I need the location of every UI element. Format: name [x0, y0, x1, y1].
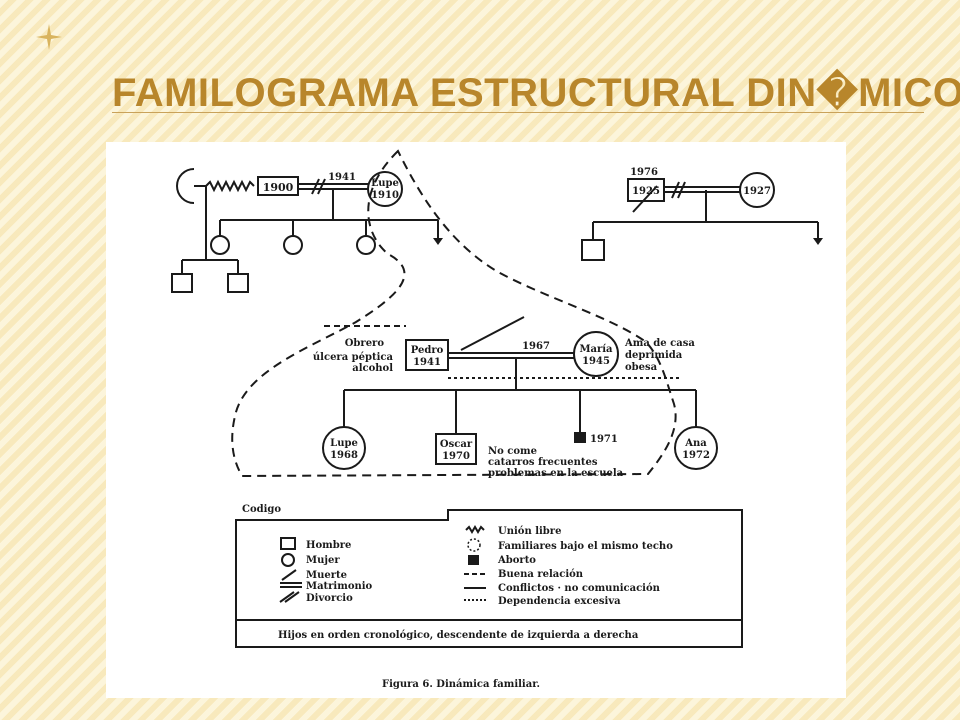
father-pedro-year: 1941: [413, 357, 441, 368]
child-lupe-name: Lupe: [330, 438, 358, 449]
legend-free-union-symbol: [465, 525, 485, 534]
female-lupe-year: 1910: [371, 190, 399, 201]
father-note: alcohol: [352, 363, 393, 374]
figure-caption: Figura 6. Dinámica familiar.: [382, 679, 540, 690]
child-oscar-box: [435, 433, 477, 465]
divorce-slash-2: [677, 181, 686, 199]
female-lupe-name: Lupe: [371, 178, 399, 189]
male-child-box: [581, 239, 605, 261]
female-child-circle: [283, 235, 303, 255]
legend-item: Familiares bajo el mismo techo: [498, 541, 673, 552]
legend-item: Buena relación: [498, 569, 584, 580]
father-note: Obrero: [345, 338, 385, 349]
household-boundary: [231, 149, 677, 478]
union-year-1941: 1941: [328, 172, 356, 183]
arrow-down-icon: [813, 238, 823, 245]
legend-item: Muerte: [306, 570, 347, 581]
star-icon: [36, 24, 62, 50]
legend-item: Hombre: [306, 540, 351, 551]
abortion-year: 1971: [590, 434, 618, 445]
legend-footer: Hijos en orden cronológico, descendente …: [278, 630, 639, 641]
divorce-year-1976: 1976: [630, 167, 658, 178]
female-child-circle: [356, 235, 376, 255]
child-ana-circle: [674, 426, 718, 470]
oscar-note: catarros frecuentes: [488, 457, 598, 468]
slide-title: FAMILOGRAMA ESTRUCTURAL DIN�MICO: [112, 71, 960, 115]
legend-divorce-symbol: [279, 591, 295, 603]
child-lupe-year: 1968: [330, 450, 358, 461]
legend-item: Unión libre: [498, 526, 561, 537]
father-pedro-box: [405, 339, 449, 371]
marriage-year-1967: 1967: [522, 341, 550, 352]
arrow-down-icon: [433, 238, 443, 245]
legend-item: Conflictos · no comunicación: [498, 583, 661, 594]
divorce-slash-2: [317, 178, 326, 195]
oscar-note: No come: [488, 446, 537, 457]
female-child-circle: [210, 235, 230, 255]
legend-divorce-symbol: [284, 591, 300, 603]
child-ana-year: 1972: [682, 450, 710, 461]
father-note: úlcera péptica: [313, 352, 394, 363]
divorce-slash-1: [671, 181, 680, 199]
male-child-box: [171, 273, 193, 293]
male-child-box: [227, 273, 249, 293]
male-1925-box: [627, 178, 665, 202]
mother-note: Ama de casa: [624, 338, 695, 349]
divorce-slash-1: [311, 178, 320, 195]
mother-maria-circle: [573, 331, 619, 377]
mother-note: deprimida: [625, 350, 683, 361]
legend-item: Divorcio: [306, 593, 353, 604]
legend-female-symbol: [281, 553, 295, 567]
child-oscar-year: 1970: [442, 451, 470, 462]
child-oscar-name: Oscar: [440, 439, 473, 450]
oscar-note: problemas en la escuela: [488, 468, 624, 479]
death-slash: [632, 185, 658, 213]
mother-note: obesa: [625, 362, 658, 373]
father-pedro-name: Pedro: [411, 345, 444, 356]
title-divider: [112, 112, 924, 113]
legend-household-symbol: [467, 538, 481, 552]
legend-abortion-symbol: [468, 555, 479, 565]
abortion-square: [574, 432, 586, 443]
legend-title: Codigo: [242, 504, 281, 515]
genogram-diagram: 1900 1941 Lupe 1910 1976 1925: [171, 149, 823, 690]
free-union-line: [205, 179, 255, 193]
male-1900-box: [257, 176, 299, 196]
legend-male-symbol: [280, 537, 296, 550]
child-ana-name: Ana: [684, 438, 707, 449]
genogram-figure: 1900 1941 Lupe 1910 1976 1925: [106, 142, 846, 698]
child-lupe-circle: [322, 426, 366, 470]
legend-frame: [235, 509, 743, 648]
legend-item: Dependencia excesiva: [498, 596, 621, 607]
female-1927-label: 1927: [743, 186, 771, 197]
male-1900-label: 1900: [263, 181, 294, 194]
legend-item: Mujer: [306, 555, 340, 566]
mother-maria-year: 1945: [582, 356, 610, 367]
legend-item: Matrimonio: [306, 581, 373, 592]
female-1927-circle: [739, 172, 775, 208]
relationship-line: [460, 316, 525, 351]
male-1925-label: 1925: [632, 186, 660, 197]
legend-death-symbol: [281, 569, 297, 581]
mother-maria-name: María: [579, 344, 613, 355]
half-circle-symbol: [176, 168, 195, 204]
legend-item: Aborto: [497, 555, 536, 566]
